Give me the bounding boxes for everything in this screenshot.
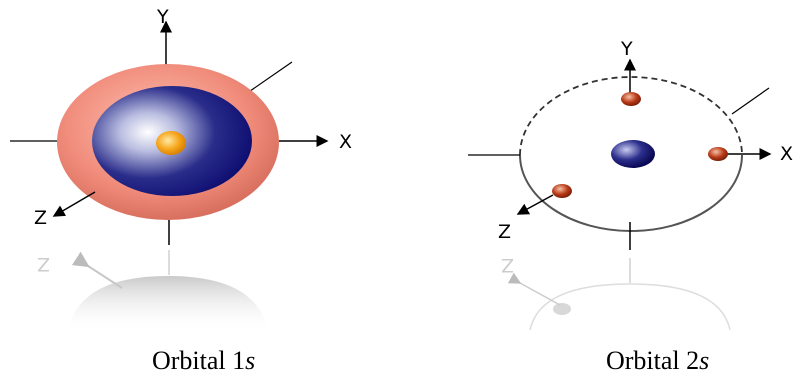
orbital-2s-y-label: Y — [620, 38, 633, 60]
orbital-2s-x-label: X — [780, 143, 793, 165]
orbital-2s-diagonal-axis — [731, 87, 770, 115]
orbital-2s-caption: Orbital 2s — [606, 346, 709, 376]
orbital-2s-reflection — [529, 283, 731, 331]
orbital-2s-reflection-z-label: Z — [501, 254, 514, 276]
orbital-1s-caption-prefix: Orbital 1 — [152, 346, 246, 375]
orbital-2s-electron-left — [552, 184, 572, 198]
orbital-1s-z-label: Z — [34, 207, 47, 229]
orbital-1s-x-label: X — [339, 131, 352, 153]
orbital-2s-caption-suffix: s — [699, 346, 710, 375]
orbital-2s-shell-dashed — [519, 76, 743, 156]
orbital-1s-caption-suffix: s — [245, 346, 256, 375]
orbital-2s-shell-solid — [519, 154, 743, 232]
orbital-1s-reflection-z-label: Z — [37, 253, 50, 275]
orbital-1s-diagram: Z Y X Z — [10, 6, 352, 332]
orbital-1s-reflection — [68, 276, 268, 332]
orbital-2s-reflection-z-axis — [507, 272, 561, 306]
orbital-2s-z-axis — [516, 194, 554, 215]
orbital-2s-core-sphere — [611, 140, 655, 168]
orbital-2s-reflection-electron — [553, 303, 571, 315]
orbital-2s-caption-prefix: Orbital 2 — [606, 346, 700, 375]
orbital-1s-caption: Orbital 1s — [152, 346, 255, 376]
orbital-1s-z-axis — [52, 191, 96, 217]
orbital-1s-y-label: Y — [156, 6, 169, 28]
orbital-2s-electron-right — [708, 147, 728, 161]
orbital-2s-diagram: Z Y X Z — [468, 38, 793, 331]
orbital-1s-nucleus — [156, 131, 186, 155]
orbital-2s-electron-top — [621, 92, 641, 106]
orbital-2s-z-label: Z — [498, 221, 511, 243]
orbital-1s-reflection-z-axis — [71, 251, 123, 289]
